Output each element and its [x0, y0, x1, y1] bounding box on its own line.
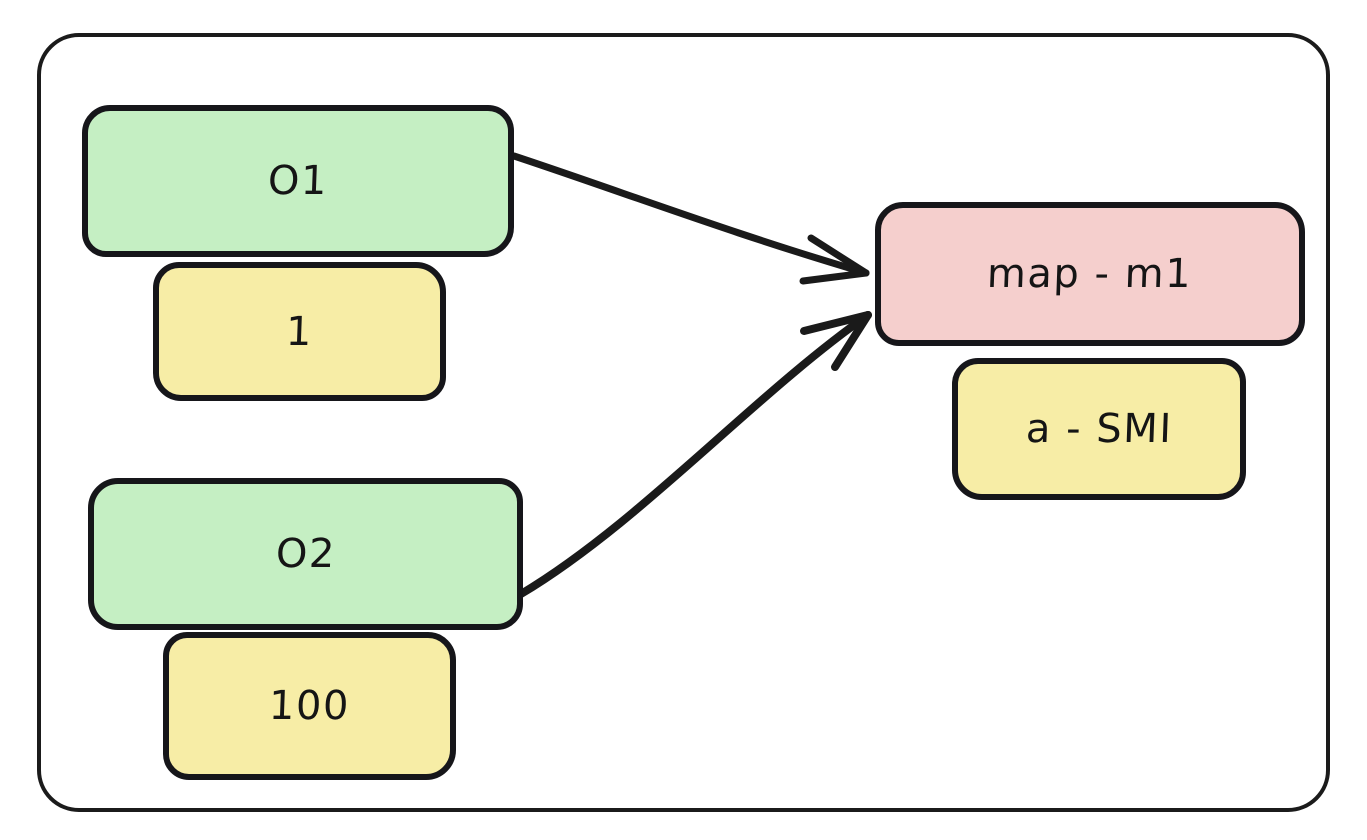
- node-o1[interactable]: O1: [82, 105, 514, 257]
- node-map-m1-label: map - m1: [986, 251, 1194, 297]
- node-map-m1-value-label: a - SMI: [1024, 406, 1174, 452]
- diagram-container: [37, 33, 1330, 812]
- node-o2-label: O2: [274, 531, 337, 577]
- node-o1-value[interactable]: 1: [153, 262, 446, 401]
- node-o2-value-label: 100: [268, 683, 351, 729]
- node-o2-value[interactable]: 100: [163, 632, 456, 780]
- node-map-m1-value[interactable]: a - SMI: [952, 358, 1246, 500]
- node-o1-value-label: 1: [285, 308, 314, 355]
- node-o2[interactable]: O2: [88, 478, 523, 630]
- node-o1-label: O1: [267, 158, 329, 204]
- node-map-m1[interactable]: map - m1: [875, 202, 1305, 346]
